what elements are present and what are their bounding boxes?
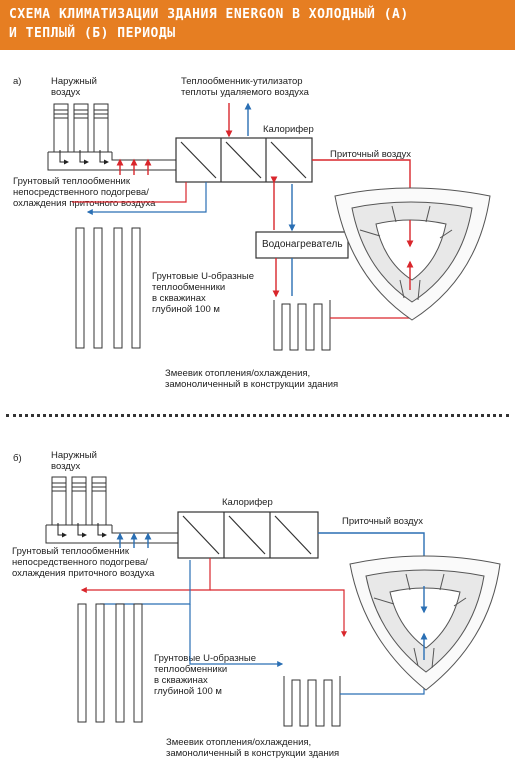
title-line-2: И ТЕПЛЫЙ (Б) ПЕРИОДЫ (9, 26, 176, 41)
water-heater-box (255, 231, 349, 259)
ground-probe-icon (77, 603, 143, 723)
panel-a-supply-air-label: Приточный воздух (330, 149, 412, 160)
panel-b-coil-label: Змеевик отопления/охлаждения,замоноличен… (166, 737, 340, 759)
building-plan-icon (334, 187, 491, 321)
ground-probe-icon (75, 227, 141, 349)
panel-b-heater-label: Калорифер (222, 497, 273, 508)
heat-exchanger-icon (175, 137, 313, 183)
panel-b-marker: б) (13, 453, 22, 464)
panel-divider (6, 414, 509, 417)
panel-a-coil-label: Змеевик отопления/охлаждения,замоноличен… (165, 368, 339, 390)
duct-icon (45, 524, 178, 544)
panel-a-marker: а) (13, 76, 22, 87)
air-intake-icon (53, 103, 109, 153)
panel-a-heater-label: Калорифер (263, 124, 314, 135)
floor-coil-icon (283, 676, 341, 727)
panel-b-supply-air-label: Приточный воздух (342, 516, 424, 527)
air-intake-icon (51, 476, 107, 526)
building-plan-icon (349, 555, 501, 691)
water-heater-label: Водонагреватель (262, 239, 343, 250)
floor-coil-icon (273, 300, 331, 351)
title-line-1: СХЕМА КЛИМАТИЗАЦИИ ЗДАНИЯ ENERGON В ХОЛО… (9, 7, 409, 22)
duct-icon (47, 151, 176, 171)
header-banner: СХЕМА КЛИМАТИЗАЦИИ ЗДАНИЯ ENERGON В ХОЛО… (0, 0, 515, 50)
heat-exchanger-icon (177, 511, 319, 559)
